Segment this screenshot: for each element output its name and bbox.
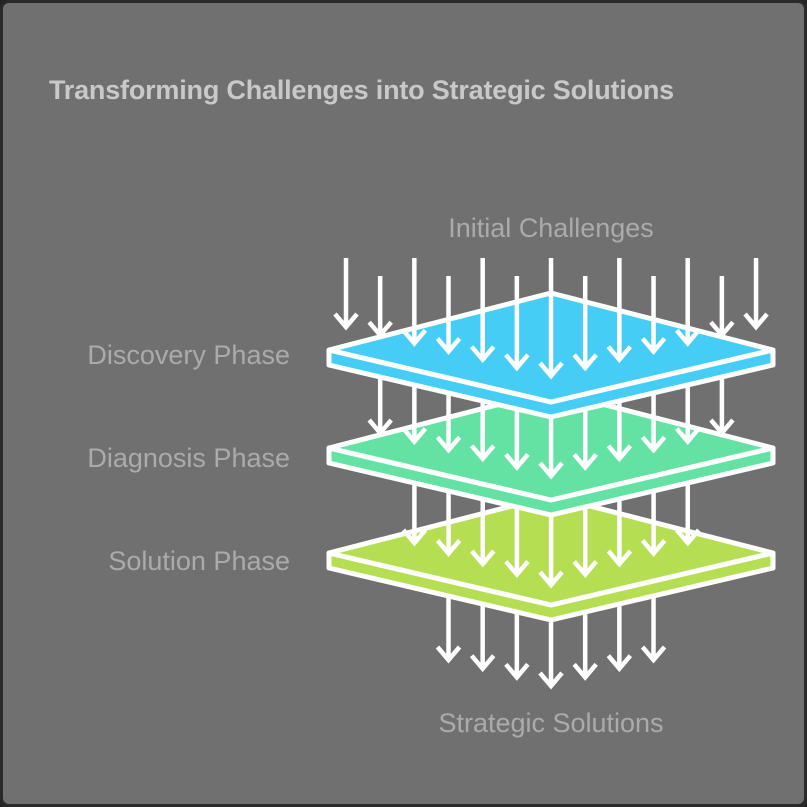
down-arrow-icon — [709, 371, 735, 437]
down-arrow-icon — [743, 258, 769, 331]
down-arrow-icon — [675, 478, 701, 547]
down-arrow-icon — [333, 258, 359, 331]
initial-challenges-label: Initial Challenges — [448, 213, 654, 243]
arrows-into-discovery — [333, 258, 769, 380]
layered-phases-diagram — [326, 258, 776, 690]
down-arrow-icon — [640, 276, 667, 355]
phase-label-solution: Solution Phase — [108, 546, 290, 576]
down-arrow-icon — [572, 276, 598, 372]
down-arrow-icon — [401, 258, 428, 347]
down-arrow-icon — [367, 371, 393, 437]
down-arrow-icon — [504, 276, 530, 372]
phase-label-discovery: Discovery Phase — [87, 340, 290, 370]
strategic-solutions-label: Strategic Solutions — [438, 708, 664, 738]
down-arrow-icon — [606, 258, 633, 364]
down-arrow-icon — [538, 258, 564, 380]
down-arrow-icon — [709, 276, 735, 339]
down-arrow-icon — [401, 478, 428, 547]
down-arrow-icon — [367, 276, 393, 339]
down-arrow-icon — [674, 258, 701, 347]
phase-label-diagnosis: Diagnosis Phase — [87, 443, 290, 473]
page-title: Transforming Challenges into Strategic S… — [49, 75, 674, 105]
down-arrow-icon — [435, 276, 462, 355]
down-arrow-icon — [469, 258, 496, 364]
